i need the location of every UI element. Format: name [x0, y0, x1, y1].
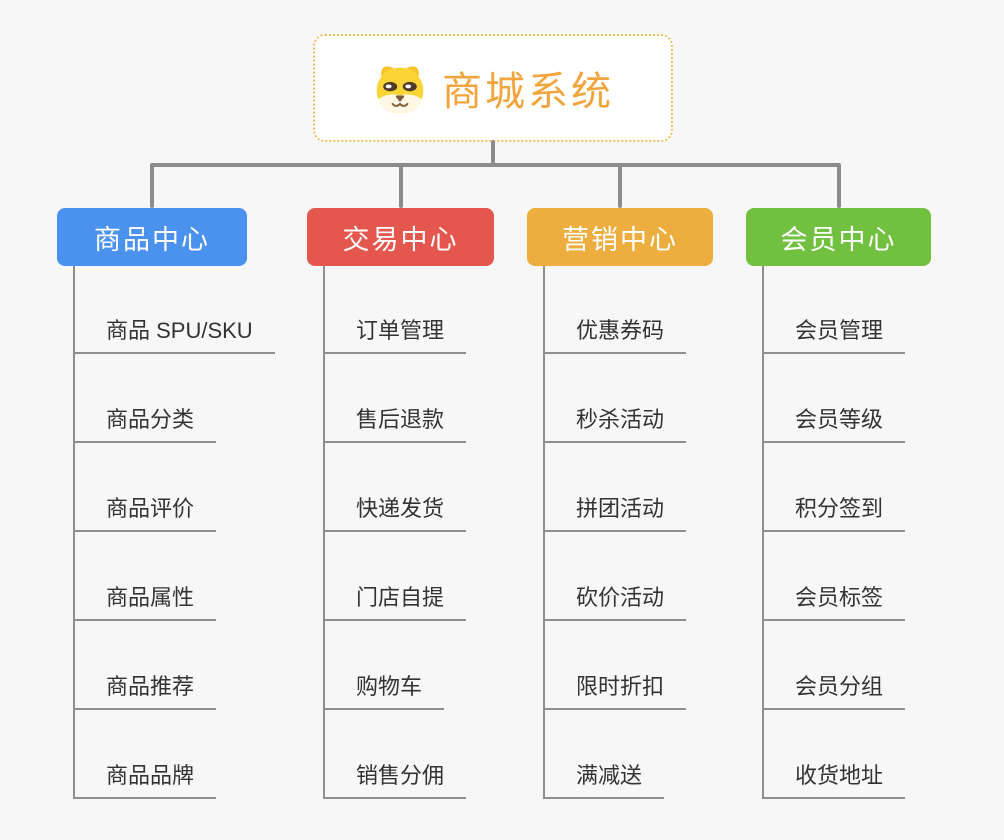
root-title: 商城系统: [442, 70, 614, 114]
leaf-node[interactable]: 收货地址: [762, 757, 906, 799]
leaf-node[interactable]: 会员标签: [762, 579, 906, 621]
leaf-label: 门店自提: [356, 585, 445, 610]
connector-branch-stem: [150, 163, 154, 208]
leaf-node[interactable]: 商品推荐: [73, 668, 217, 710]
branch-node[interactable]: 会员中心: [746, 208, 931, 266]
leaf-node[interactable]: 商品评价: [73, 490, 217, 532]
leaf-label: 商品分类: [106, 407, 195, 432]
leaf-label: 积分签到: [795, 496, 884, 521]
branch-label: 交易中心: [342, 224, 459, 255]
leaf-label: 会员管理: [795, 318, 884, 343]
leaf-node[interactable]: 订单管理: [323, 312, 467, 354]
leaf-node[interactable]: 商品 SPU/SKU: [73, 312, 275, 354]
leaf-label: 限时折扣: [576, 674, 665, 699]
leaf-node[interactable]: 商品品牌: [73, 757, 217, 799]
branch-node[interactable]: 营销中心: [527, 208, 713, 266]
leaf-node[interactable]: 拼团活动: [543, 490, 687, 532]
leaf-node[interactable]: 购物车: [323, 668, 445, 710]
leaf-label: 商品评价: [106, 496, 195, 521]
branch-label: 商品中心: [94, 224, 210, 255]
leaf-node[interactable]: 销售分佣: [323, 757, 467, 799]
leaf-label: 会员标签: [795, 585, 884, 610]
leaf-label: 优惠券码: [576, 318, 665, 343]
root-node[interactable]: 商城系统: [313, 34, 673, 142]
leaf-node[interactable]: 限时折扣: [543, 668, 687, 710]
leaf-node[interactable]: 满减送: [543, 757, 665, 799]
leaf-label: 商品品牌: [106, 763, 195, 788]
connector-root-stem: [491, 140, 495, 167]
connector-branch-stem: [398, 163, 403, 208]
leaf-label: 商品推荐: [106, 674, 195, 699]
connector-branch-trunk: [323, 266, 325, 799]
connector-branch-trunk: [73, 266, 75, 799]
branch-node[interactable]: 商品中心: [57, 208, 247, 266]
leaf-node[interactable]: 会员等级: [762, 401, 906, 443]
leaf-label: 购物车: [356, 674, 423, 699]
leaf-label: 秒杀活动: [576, 407, 665, 432]
leaf-node[interactable]: 商品属性: [73, 579, 217, 621]
connector-branch-stem: [618, 163, 622, 208]
leaf-node[interactable]: 砍价活动: [543, 579, 687, 621]
leaf-node[interactable]: 优惠券码: [543, 312, 687, 354]
leaf-label: 售后退款: [356, 407, 445, 432]
leaf-node[interactable]: 售后退款: [323, 401, 467, 443]
leaf-label: 快递发货: [356, 496, 445, 521]
leaf-node[interactable]: 商品分类: [73, 401, 217, 443]
leaf-node[interactable]: 秒杀活动: [543, 401, 687, 443]
leaf-label: 收货地址: [795, 763, 884, 788]
leaf-node[interactable]: 积分签到: [762, 490, 906, 532]
branch-node[interactable]: 交易中心: [307, 208, 494, 266]
branch-label: 营销中心: [562, 224, 678, 255]
leaf-node[interactable]: 门店自提: [323, 579, 467, 621]
leaf-label: 会员等级: [795, 407, 884, 432]
leaf-label: 销售分佣: [356, 763, 445, 788]
leaf-label: 砍价活动: [576, 585, 665, 610]
branch-label: 会员中心: [780, 224, 897, 255]
leaf-label: 订单管理: [356, 318, 445, 343]
dog-icon: [376, 66, 424, 115]
leaf-label: 商品属性: [106, 585, 195, 610]
connector-branch-stem: [836, 163, 841, 208]
connector-horizontal-bar: [150, 163, 840, 167]
leaf-node[interactable]: 会员管理: [762, 312, 906, 354]
leaf-label: 商品 SPU/SKU: [106, 318, 253, 343]
connector-branch-trunk: [762, 266, 764, 799]
leaf-label: 满减送: [576, 763, 643, 788]
connector-branch-trunk: [543, 266, 545, 799]
leaf-label: 拼团活动: [576, 496, 665, 521]
leaf-node[interactable]: 快递发货: [323, 490, 467, 532]
leaf-node[interactable]: 会员分组: [762, 668, 906, 710]
leaf-label: 会员分组: [795, 674, 884, 699]
